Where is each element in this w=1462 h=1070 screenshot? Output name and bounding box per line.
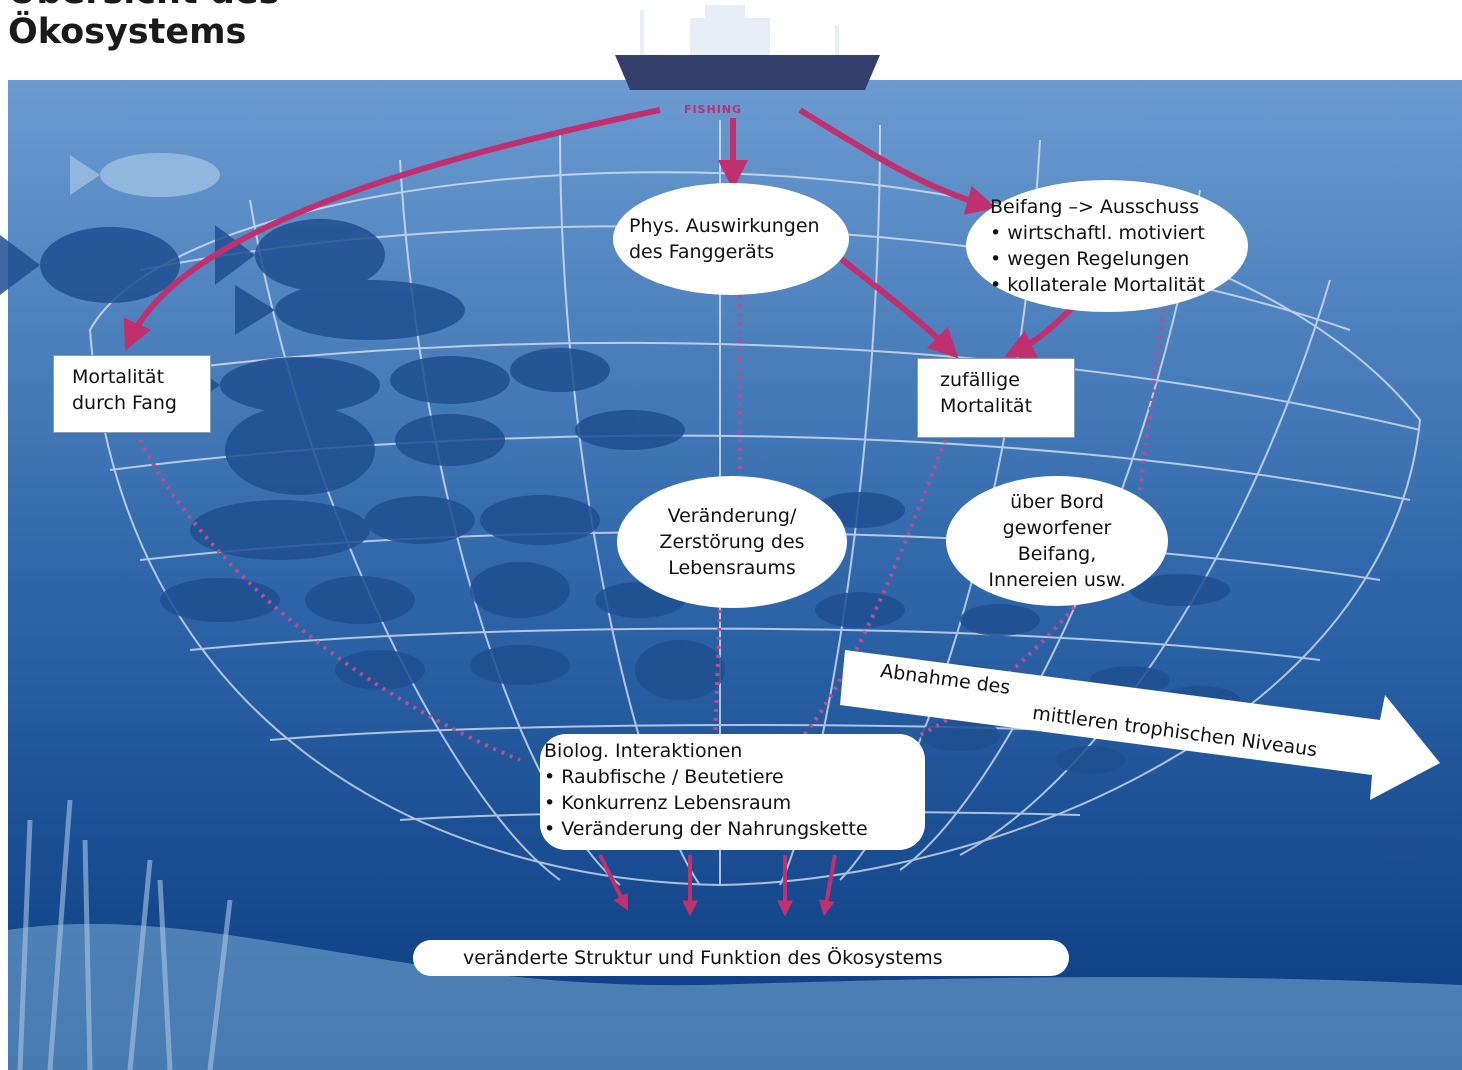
discards-ellipse: über Bord geworfener Beifang, Innereien … [946,476,1168,606]
random-mortality-line-1: zufällige [940,369,1020,391]
fishing-label: FISHING [684,103,743,116]
habitat-line-2: Zerstörung des [659,531,805,553]
pale-fish [100,153,220,197]
dotted-connectors [138,295,1167,762]
habitat-line-1: Veränderung/ [667,505,797,527]
gear-impacts-line-2: des Fanggeräts [629,241,775,263]
seaweed [17,799,233,1070]
bio-interactions-line-3: • Konkurrenz Lebensraum [544,792,792,814]
trophic-level-arrow [840,650,1440,800]
bio-interactions-line-2: • Raubfische / Beutetiere [544,766,784,788]
gear-impacts-line-1: Phys. Auswirkungen [629,215,820,237]
bio-interactions-line-1: Biolog. Interaktionen [544,740,743,762]
discards-line-3: Beifang, [1017,543,1097,565]
mortality-catch-line-1: Mortalität [72,366,165,388]
habitat-line-3: Lebensraums [668,557,796,579]
habitat-ellipse: Veränderung/ Zerstörung des Lebensraums [617,476,847,608]
discards-line-2: geworfener [1002,517,1112,539]
discards-line-4: Innereien usw. [988,569,1126,591]
bycatch-line-1: Beifang –> Ausschuss [990,196,1200,218]
gear-impacts-ellipse: Phys. Auswirkungen des Fanggeräts [613,183,849,295]
diagram-title: Übersicht des Ökosystems [0,0,440,68]
seabed [8,923,1462,1070]
bycatch-line-4: • kollaterale Mortalität [990,274,1206,296]
random-mortality-box: zufällige Mortalität [917,358,1075,438]
result-box: veränderte Struktur und Funktion des Öko… [413,940,1069,976]
pale-fish-tail [70,155,100,195]
random-mortality-line-2: Mortalität [940,395,1033,417]
bycatch-line-3: • wegen Regelungen [990,248,1190,270]
fishing-vessel [615,5,880,90]
title-line-1: Übersicht des [8,0,440,12]
bio-interactions-line-4: • Veränderung der Nahrungskette [544,818,868,840]
bio-interactions-box: Biolog. Interaktionen • Raubfische / Beu… [540,734,925,850]
bycatch-line-2: • wirtschaftl. motiviert [990,222,1205,244]
title-line-2: Ökosystems [8,12,247,52]
result-text: veränderte Struktur und Funktion des Öko… [463,947,943,969]
mortality-catch-box: Mortalität durch Fang [53,355,211,433]
impact-arrows [123,107,1083,359]
result-arrows [598,854,837,917]
fish-school [0,219,1425,860]
discards-line-1: über Bord [1010,491,1104,513]
mortality-catch-line-2: durch Fang [72,392,177,414]
bycatch-ellipse: Beifang –> Ausschuss • wirtschaftl. moti… [966,180,1248,312]
